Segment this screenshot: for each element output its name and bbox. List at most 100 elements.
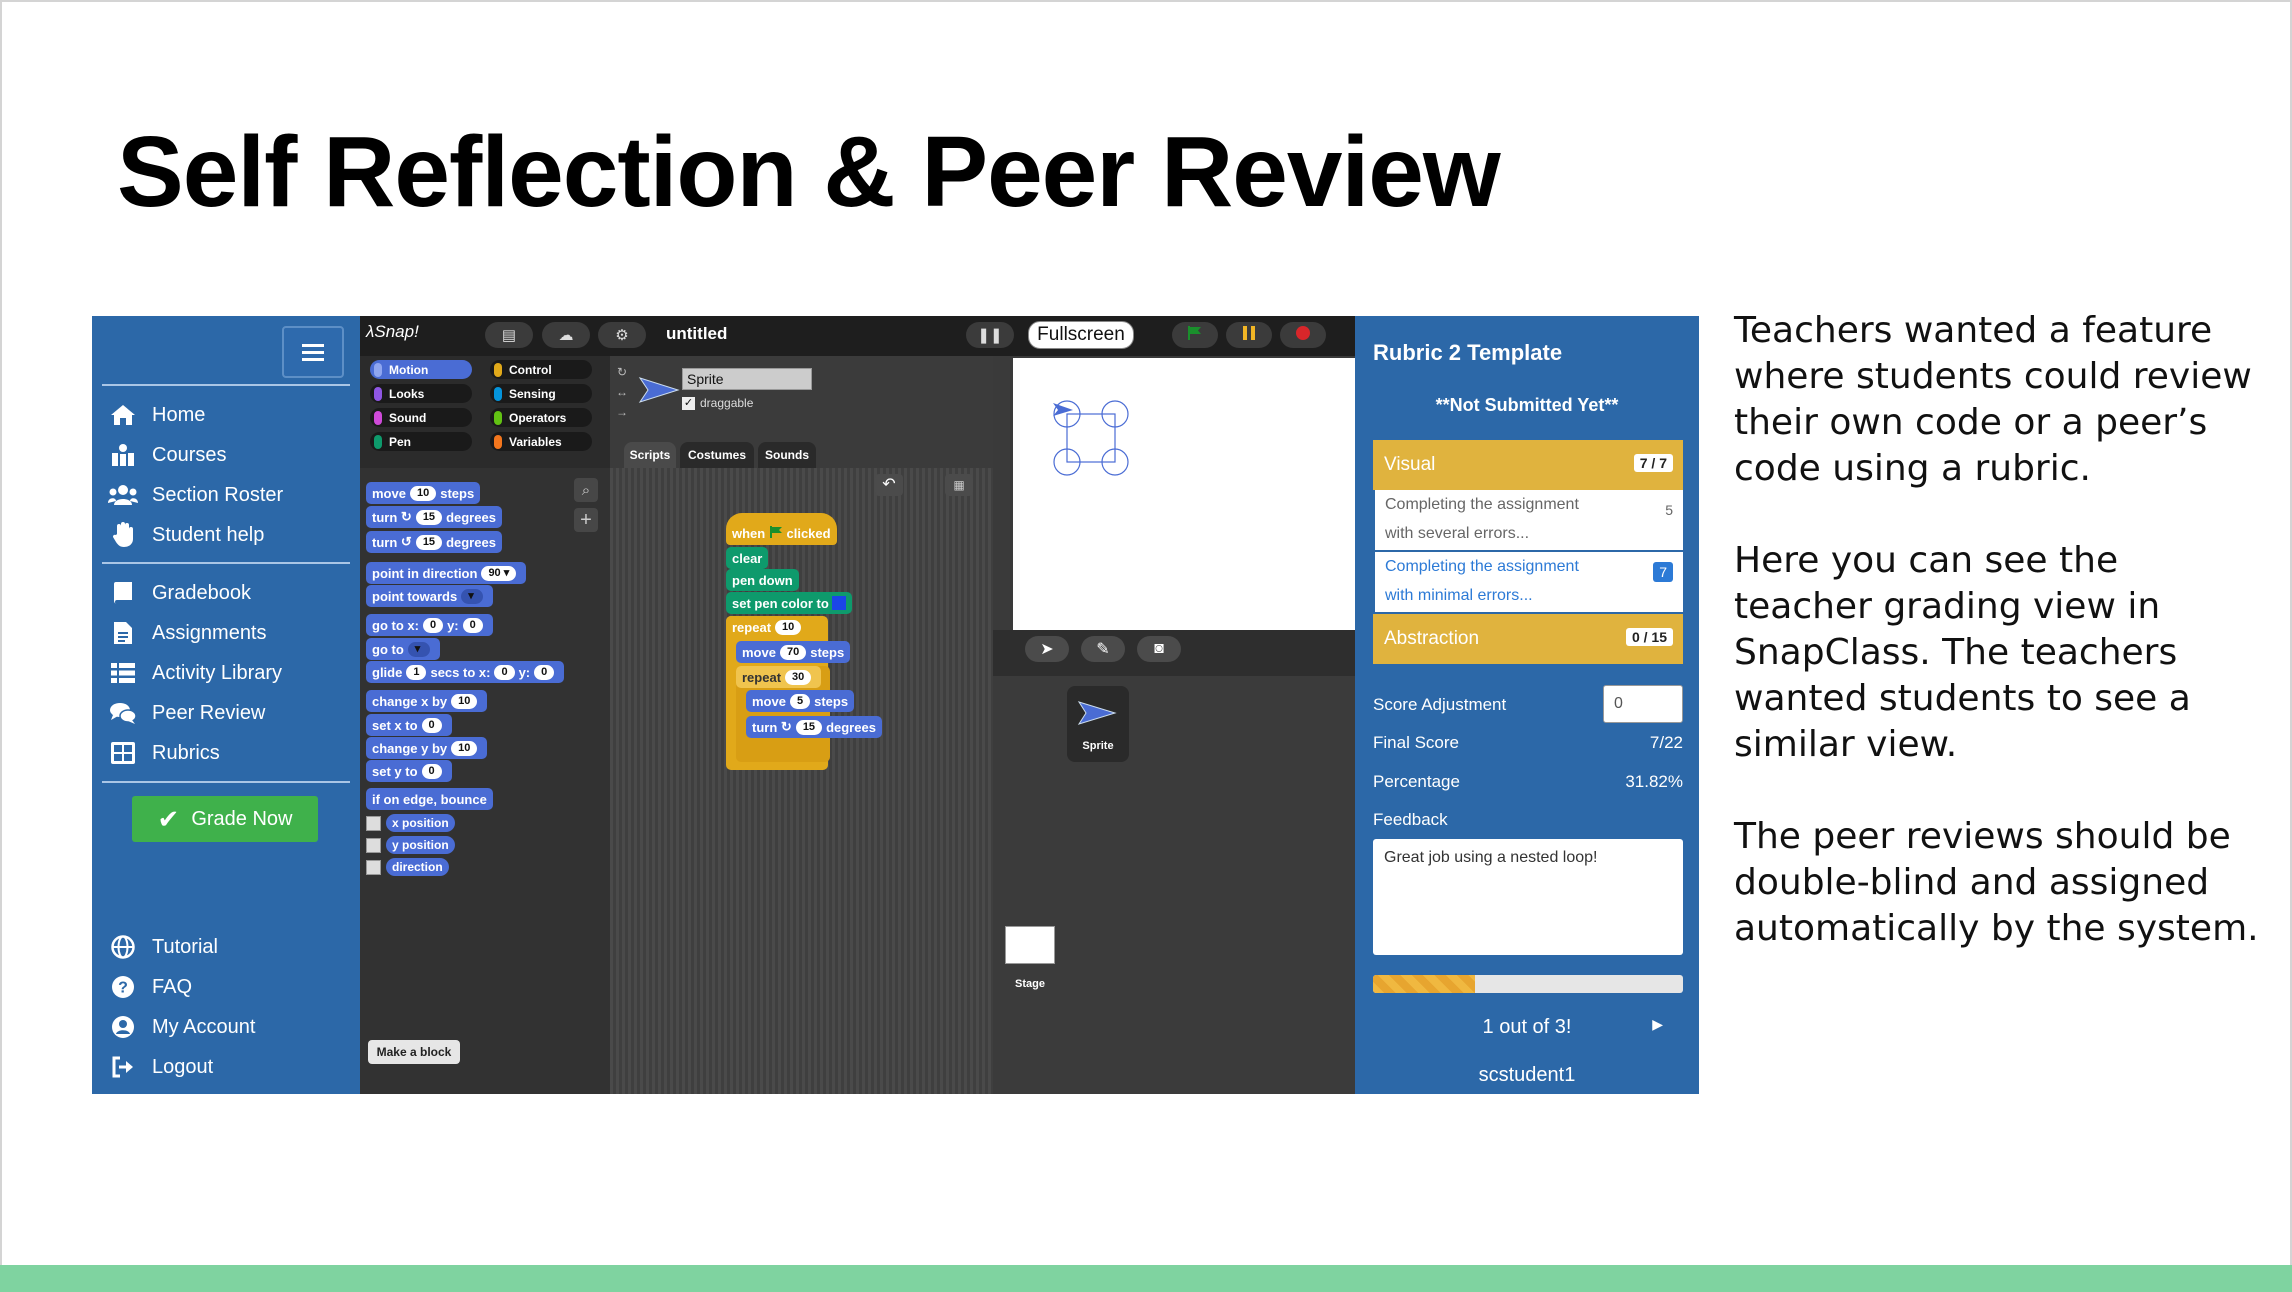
next-arrow-icon[interactable]: ▶ [1652, 1016, 1663, 1032]
sidebar-item-home[interactable]: Home [108, 398, 205, 432]
block-input[interactable]: 10 [451, 693, 478, 709]
block-input[interactable]: 0 [494, 664, 515, 680]
scripting-area[interactable]: ↶ ▦ when clicked clear pen down set pen … [610, 468, 993, 1094]
category-motion[interactable]: Motion [370, 360, 472, 379]
cloud-menu-button[interactable]: ☁ [542, 322, 590, 348]
stage-thumbnail[interactable] [1005, 926, 1055, 964]
sidebar-item-tutorial[interactable]: Tutorial [108, 930, 218, 964]
criterion-abstraction[interactable]: Abstraction 0 / 15 [1373, 614, 1683, 664]
block-pen-down[interactable]: pen down [726, 569, 799, 591]
block-input[interactable]: 0 [422, 617, 444, 633]
block-when-flag-clicked[interactable]: when clicked [726, 513, 837, 545]
camera-sprite-button[interactable]: ◙ [1137, 636, 1181, 662]
block-y-position[interactable]: y position [386, 836, 455, 854]
block-clear[interactable]: clear [726, 547, 769, 569]
watcher-checkbox[interactable] [366, 816, 381, 831]
block-dropdown[interactable]: ▾ [407, 641, 430, 657]
corral-sprite-tile[interactable]: Sprite [1067, 686, 1129, 762]
block-input[interactable]: 0 [462, 617, 483, 633]
draggable-option[interactable]: ✓draggable [682, 396, 753, 410]
rubric-option[interactable]: Completing the assignment with several e… [1375, 490, 1683, 550]
block-input[interactable]: 0 [534, 664, 555, 680]
search-icon[interactable]: ⌕ [574, 478, 598, 502]
score-adjustment-input[interactable]: 0 [1603, 685, 1683, 723]
block-input[interactable]: 1 [406, 664, 427, 680]
stage-canvas[interactable] [1013, 358, 1355, 630]
block-set-pen-color[interactable]: set pen color to [726, 592, 853, 614]
feedback-textarea[interactable]: Great job using a nested loop! [1373, 839, 1683, 955]
sprite-name-field[interactable]: Sprite [682, 368, 812, 390]
block-input[interactable]: 10 [409, 485, 437, 501]
tab-sounds[interactable]: Sounds [758, 442, 816, 468]
hamburger-icon[interactable] [282, 326, 344, 378]
fullscreen-button[interactable]: Fullscreen [1028, 321, 1134, 349]
block-input[interactable]: 10 [451, 740, 478, 756]
rubric-option-selected[interactable]: Completing the assignment with minimal e… [1375, 552, 1683, 612]
undo-icon[interactable]: ↶ [875, 474, 903, 496]
green-flag-button[interactable] [1172, 322, 1218, 348]
watcher-checkbox[interactable] [366, 838, 381, 853]
block-input[interactable]: 0 [421, 763, 442, 779]
grade-now-button[interactable]: ✔ Grade Now [132, 796, 318, 842]
new-sprite-button[interactable]: ➤ [1025, 636, 1069, 662]
block-bounce[interactable]: if on edge, bounce [366, 788, 493, 810]
category-variables[interactable]: Variables [490, 432, 592, 451]
sidebar-item-gradebook[interactable]: Gradebook [108, 576, 251, 610]
sidebar-item-peer-review[interactable]: Peer Review [108, 696, 265, 730]
tab-costumes[interactable]: Costumes [680, 442, 754, 468]
rotation-style-icons[interactable]: ↻↔→ [616, 365, 628, 419]
sidebar-item-section-roster[interactable]: Section Roster [108, 478, 283, 512]
sidebar-item-assignments[interactable]: Assignments [108, 616, 267, 650]
block-point-towards[interactable]: point towards▾ [366, 585, 494, 607]
pause-button[interactable] [1226, 322, 1272, 348]
sidebar-item-logout[interactable]: Logout [108, 1050, 213, 1084]
block-input[interactable]: 0 [421, 717, 442, 733]
sidebar-item-rubrics[interactable]: Rubrics [108, 736, 220, 770]
block-input[interactable]: 5 [789, 693, 811, 709]
criterion-visual[interactable]: Visual 7 / 7 [1373, 440, 1683, 490]
snap-logo[interactable]: λSnap! [366, 322, 419, 341]
sidebar-item-faq[interactable]: ? FAQ [108, 970, 192, 1004]
category-control[interactable]: Control [490, 360, 592, 379]
block-input[interactable]: 15 [415, 534, 443, 550]
block-input[interactable]: 70 [779, 644, 807, 660]
sidebar-item-my-account[interactable]: My Account [108, 1010, 255, 1044]
category-pen[interactable]: Pen [370, 432, 472, 451]
tab-scripts[interactable]: Scripts [624, 442, 676, 468]
category-sensing[interactable]: Sensing [490, 384, 592, 403]
make-a-block-button[interactable]: Make a block [368, 1040, 460, 1064]
block-go-to[interactable]: go to▾ [366, 638, 440, 660]
block-input[interactable]: 30 [785, 669, 812, 685]
block-x-position[interactable]: x position [386, 814, 455, 832]
stop-button[interactable] [1280, 322, 1326, 348]
sidebar-item-activity-library[interactable]: Activity Library [108, 656, 282, 690]
block-input[interactable]: 10 [775, 619, 802, 635]
plus-icon[interactable]: + [574, 508, 598, 532]
block-input[interactable]: 90 ▾ [481, 565, 517, 581]
file-menu-button[interactable]: ▤ [485, 322, 533, 348]
paint-sprite-button[interactable]: ✎ [1081, 636, 1125, 662]
settings-button[interactable]: ⚙ [598, 322, 646, 348]
block-direction[interactable]: direction [386, 858, 449, 876]
category-operators[interactable]: Operators [490, 408, 592, 427]
category-looks[interactable]: Looks [370, 384, 472, 403]
category-sound[interactable]: Sound [370, 408, 472, 427]
sidebar-item-student-help[interactable]: Student help [108, 518, 264, 552]
block-input[interactable]: 15 [415, 509, 443, 525]
color-swatch[interactable] [832, 596, 847, 610]
